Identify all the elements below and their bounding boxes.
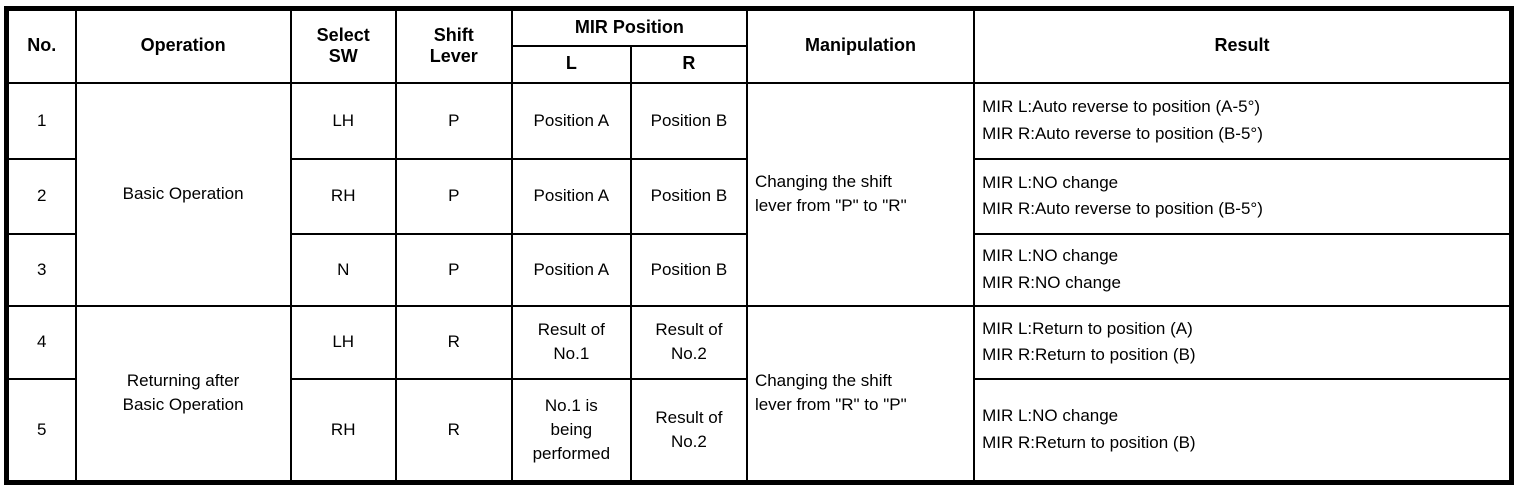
- cell-shift-lever-2: P: [394, 157, 513, 235]
- cell-result-1: MIR L:Auto reverse to position (A-5°) MI…: [973, 81, 1513, 160]
- cell-mir-l-1: Position A: [510, 81, 632, 160]
- table-row: 2 RH P Position A Position B MIR L:NO ch…: [5, 157, 1513, 235]
- cell-mir-r-1: Position B: [629, 81, 748, 160]
- cell-no-3: 3: [5, 232, 77, 307]
- cell-operation-basic: Basic Operation: [74, 81, 292, 307]
- cell-manipulation-p-to-r: Changing the shift lever from "P" to "R": [745, 81, 976, 307]
- table-row: 1 Basic Operation LH P Position A Positi…: [5, 81, 1513, 307]
- cell-select-sw-1: LH: [289, 81, 397, 160]
- header-no: No.: [5, 7, 77, 84]
- cell-mir-r-5: Result of No.2: [629, 377, 748, 484]
- table-row: 4 Returning after Basic Operation LH R R…: [5, 304, 1513, 484]
- cell-mir-l-3: Position A: [510, 232, 632, 307]
- cell-operation-returning: Returning after Basic Operation: [74, 304, 292, 484]
- header-row-1: No. Operation Select SW Shift Lever MIR …: [5, 7, 1513, 84]
- header-select-sw: Select SW: [289, 7, 397, 84]
- cell-result-2: MIR L:NO change MIR R:Auto reverse to po…: [973, 157, 1513, 235]
- cell-mir-l-5: No.1 is being performed: [510, 377, 632, 484]
- header-shift-lever: Shift Lever: [394, 7, 513, 84]
- table-body: 1 Basic Operation LH P Position A Positi…: [5, 81, 1513, 484]
- cell-mir-r-4: Result of No.2: [629, 304, 748, 380]
- cell-select-sw-4: LH: [289, 304, 397, 380]
- cell-result-4: MIR L:Return to position (A) MIR R:Retur…: [973, 304, 1513, 380]
- header-mir-r: R: [629, 44, 748, 84]
- table-row: 3 N P Position A Position B MIR L:NO cha…: [5, 232, 1513, 307]
- cell-result-3: MIR L:NO change MIR R:NO change: [973, 232, 1513, 307]
- header-result: Result: [973, 7, 1513, 84]
- header-mir-l: L: [510, 44, 632, 84]
- header-operation: Operation: [74, 7, 292, 84]
- cell-select-sw-5: RH: [289, 377, 397, 484]
- cell-no-1: 1: [5, 81, 77, 160]
- cell-mir-r-3: Position B: [629, 232, 748, 307]
- cell-mir-r-2: Position B: [629, 157, 748, 235]
- cell-manipulation-r-to-p: Changing the shift lever from "R" to "P": [745, 304, 976, 484]
- cell-shift-lever-3: P: [394, 232, 513, 307]
- cell-shift-lever-5: R: [394, 377, 513, 484]
- cell-mir-l-2: Position A: [510, 157, 632, 235]
- cell-shift-lever-4: R: [394, 304, 513, 380]
- table-row: 5 RH R No.1 is being performed Result of…: [5, 377, 1513, 484]
- cell-result-5: MIR L:NO change MIR R:Return to position…: [973, 377, 1513, 484]
- cell-no-4: 4: [5, 304, 77, 380]
- header-row-2: L R: [7, 44, 1512, 84]
- cell-shift-lever-1: P: [394, 81, 513, 160]
- cell-no-5: 5: [5, 377, 77, 484]
- cell-select-sw-3: N: [289, 232, 397, 307]
- header-mir-position: MIR Position: [510, 7, 748, 47]
- cell-mir-l-4: Result of No.1: [510, 304, 632, 380]
- table-header: No. Operation Select SW Shift Lever MIR …: [5, 7, 1513, 84]
- cell-select-sw-2: RH: [289, 157, 397, 235]
- mir-position-table: No. Operation Select SW Shift Lever MIR …: [4, 6, 1514, 485]
- cell-no-2: 2: [5, 157, 77, 235]
- header-manipulation: Manipulation: [745, 7, 976, 84]
